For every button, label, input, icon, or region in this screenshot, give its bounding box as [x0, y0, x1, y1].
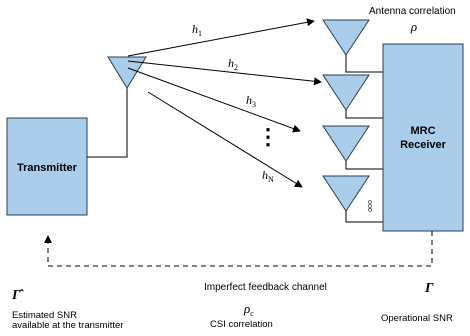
mrc-label-line1: MRC [410, 125, 435, 137]
h1-label: h1 [192, 22, 202, 38]
rxN-connector [345, 211, 383, 223]
rx2-connector [345, 110, 383, 119]
csi-correlation-label: CSI correlation [210, 319, 273, 330]
mrc-label-line2: Receiver [400, 139, 447, 151]
hN-label: hN [262, 168, 274, 184]
operational-snr-label: Operational SNR [381, 313, 453, 324]
estimated-snr-line1: Estimated SNR [12, 310, 77, 321]
ellipsis-dots: ⋮ [257, 124, 279, 149]
transmit-antenna-icon [107, 56, 147, 89]
transmitter-label: Transmitter [17, 162, 78, 174]
receive-antenna-1-icon [322, 19, 370, 56]
transmitter-feed-line [87, 88, 128, 158]
receive-antenna-N-icon [322, 175, 370, 212]
rho-label: ρ [410, 19, 417, 34]
rx3-connector [345, 161, 383, 170]
estimated-snr-line2: available at the transmitter [12, 320, 123, 331]
rho-c-label: ρc [243, 301, 254, 318]
channel-h1-arrow [127, 18, 315, 57]
mrc-receiver-box [382, 43, 464, 232]
feedback-channel-label: Imperfect feedback channel [204, 282, 327, 293]
gamma-hat-label: Γ̂ [11, 288, 24, 303]
receive-antenna-3-icon [322, 125, 370, 162]
feedback-path [44, 231, 433, 267]
rx1-connector [345, 55, 383, 73]
antenna-small-dots: ooo [367, 200, 374, 212]
receive-antenna-2-icon [322, 74, 370, 111]
gamma-label: Γ [424, 281, 434, 296]
h3-label: h3 [246, 93, 256, 109]
antenna-correlation-label: Antenna correlation [369, 6, 456, 17]
transmitter-box [6, 117, 88, 216]
h2-label: h2 [228, 56, 238, 72]
channel-h2-arrow [127, 60, 322, 86]
channel-h3-arrow [127, 67, 301, 133]
channel-hN-arrow [147, 91, 303, 188]
